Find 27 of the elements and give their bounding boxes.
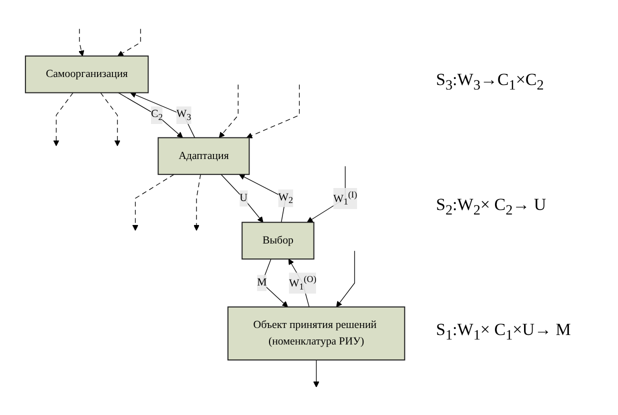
arrow [238,174,286,222]
mapping-formula: S$_{3}$:W$_{3}$→C$_{1}$×C$_{2}$ [436,70,545,95]
arrow [313,359,320,387]
mapping-formula: S$_{2}$:W$_{2}$× C$_{2}$→ U [436,195,548,220]
arrow [193,174,201,230]
edge-label: C$_{2}$ [150,106,163,124]
edge-label: U [240,190,248,206]
arrow [118,92,183,138]
arrow [53,92,74,146]
arrow [78,28,84,56]
mapping-formula: S$_{1}$:W$_{1}$× C$_{1}$×U→ M [436,320,572,345]
process-box: Выбор [242,221,314,260]
arrow [246,84,300,138]
process-box: Самоорганизация [24,55,149,93]
arrow [100,92,120,146]
arrow [130,92,196,138]
edge-label: W$_{3}$ [176,106,192,124]
arrow [132,174,174,230]
arrow [306,165,346,222]
arrow [336,250,355,307]
arrow [218,84,238,138]
arrow [220,174,264,222]
edge-label: M [257,274,267,291]
process-box: Объект принятия решений (номенклатура РИУ) [227,306,406,360]
edge-label: W$_{2}$ [278,188,293,207]
process-box: Адаптация [158,136,250,174]
arrow [117,28,141,56]
